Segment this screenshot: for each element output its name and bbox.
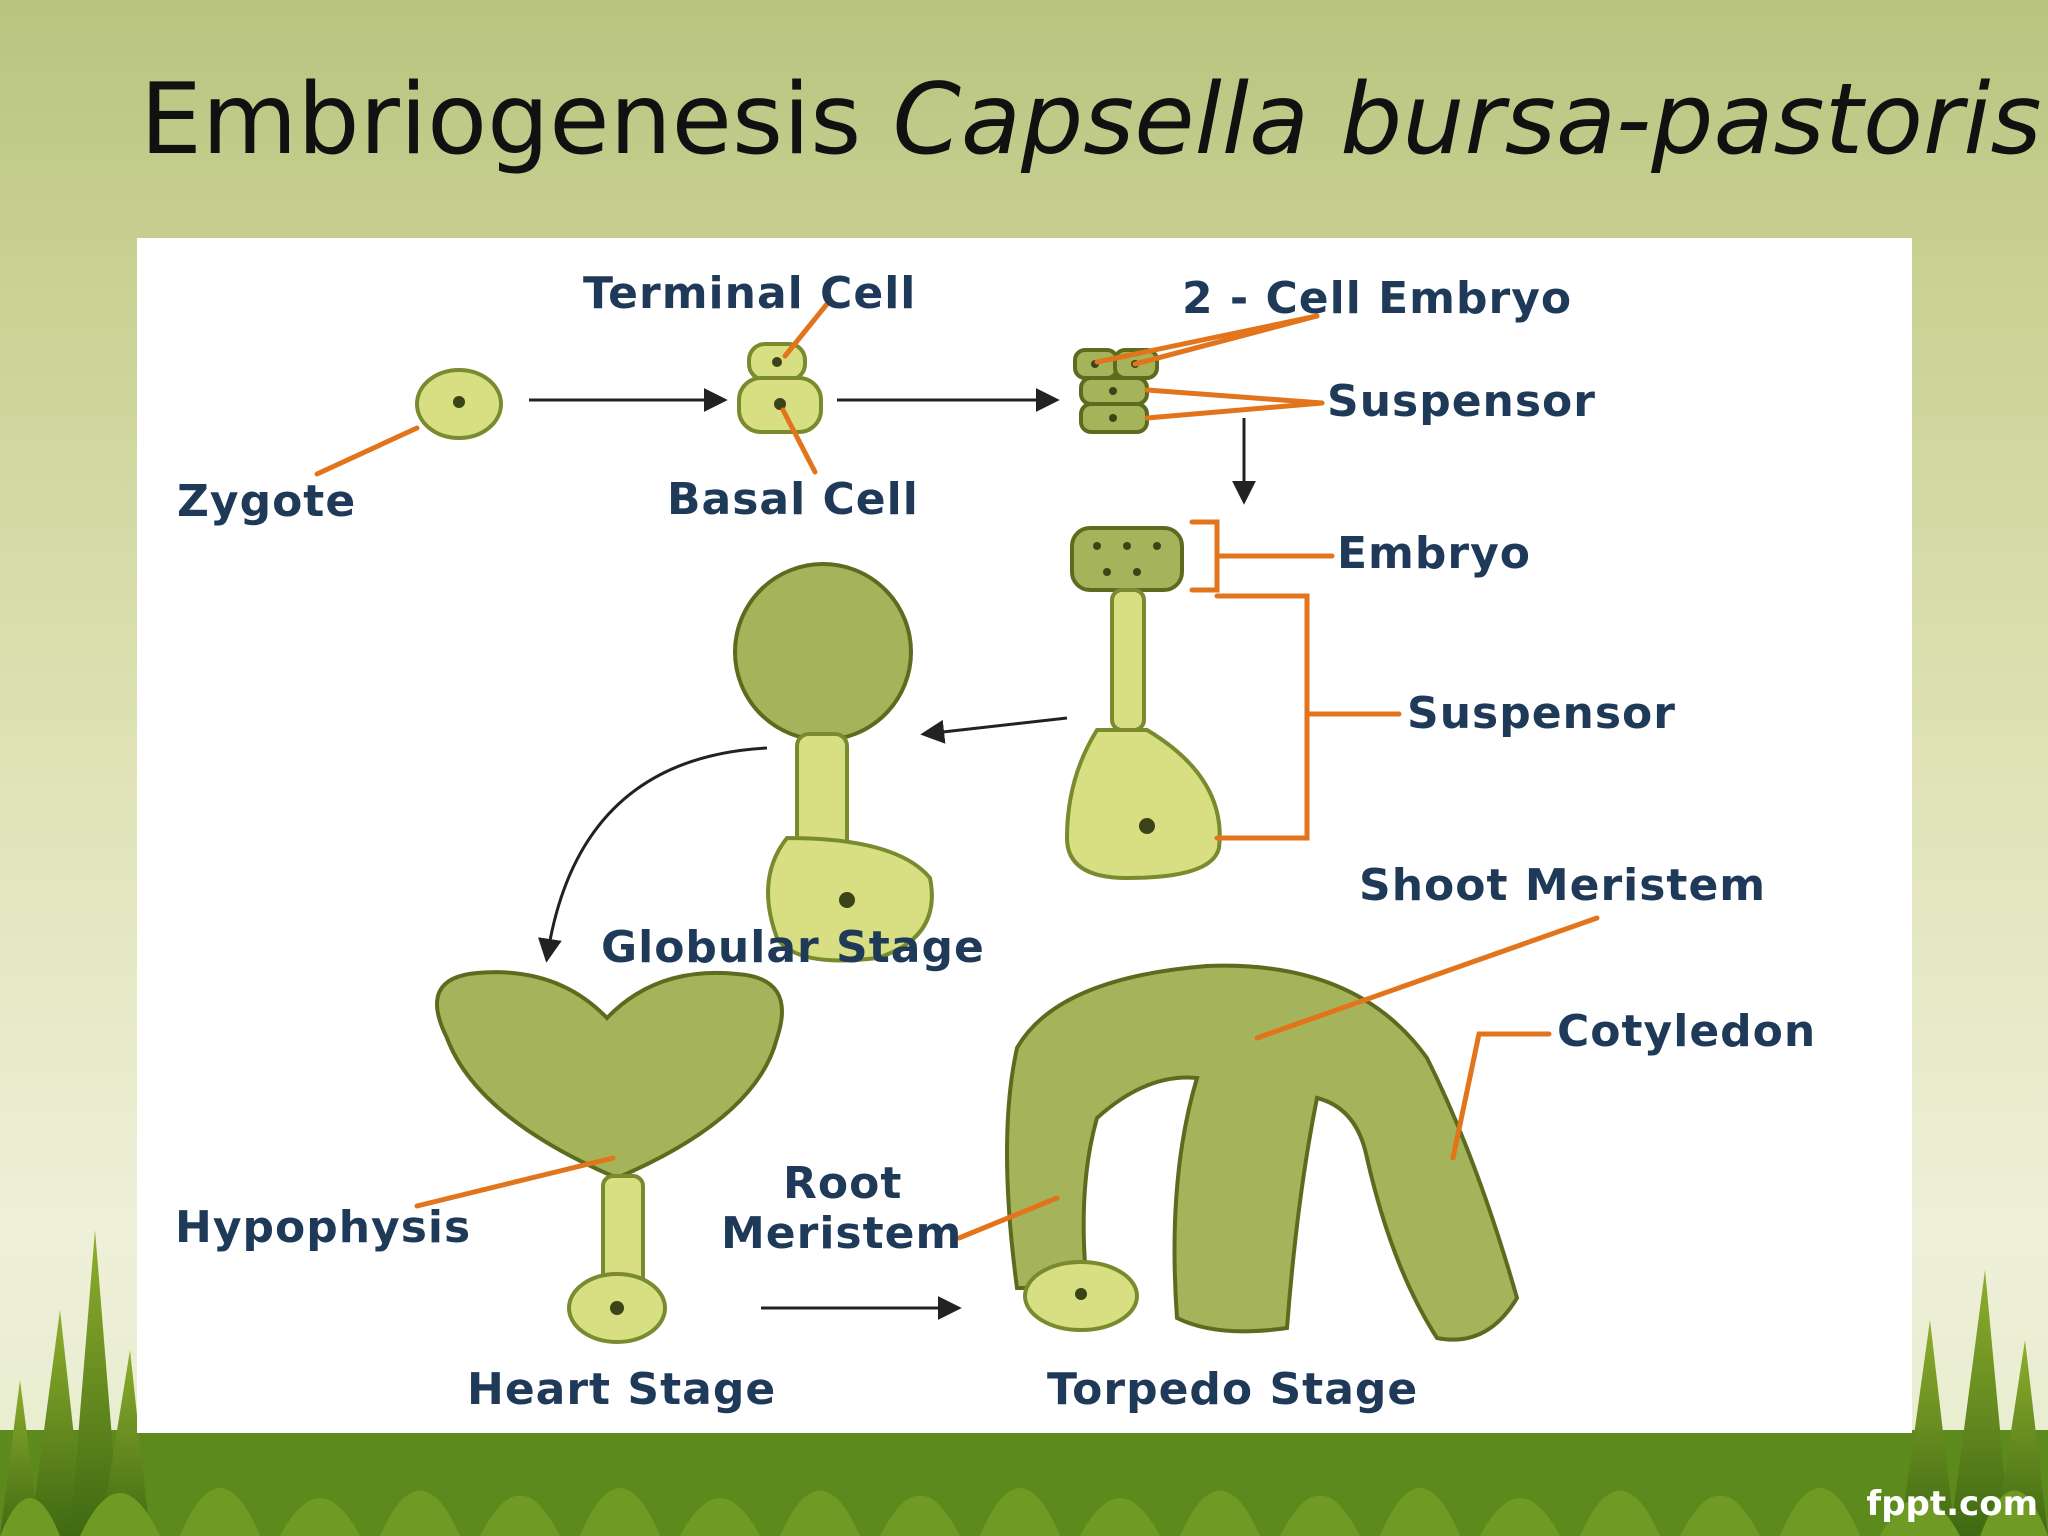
diagram-panel: Terminal Cell 2 - Cell Embryo Suspensor … <box>137 238 1912 1433</box>
label-embryo: Embryo <box>1337 528 1531 579</box>
footer-brand: fppt.com <box>1866 1484 2038 1524</box>
proembryo <box>1064 526 1222 881</box>
suspensor-top-leader-2 <box>1144 400 1325 421</box>
suspensor-bracket <box>1214 593 1402 841</box>
label-terminal-cell: Terminal Cell <box>583 268 916 319</box>
label-zygote: Zygote <box>177 476 356 527</box>
label-shoot-meristem: Shoot Meristem <box>1359 860 1766 911</box>
cotyledon-leader <box>1450 1031 1552 1161</box>
two-cell-stage <box>737 342 823 434</box>
suspensor-top-leader-1 <box>1144 387 1325 406</box>
label-hypophysis: Hypophysis <box>175 1202 471 1253</box>
torpedo-embryo <box>1005 963 1520 1342</box>
slide-title: Embriogenesis Capsella bursa-pastoris <box>140 62 2042 180</box>
two-cell-embryo-leader-2 <box>1132 313 1320 367</box>
terminal-cell-leader <box>782 301 830 359</box>
label-meristem: Meristem <box>721 1208 962 1259</box>
zygote-leader <box>314 425 420 477</box>
label-two-cell-embryo: 2 - Cell Embryo <box>1182 273 1572 324</box>
arrow-globular-to-heart <box>537 746 768 963</box>
title-species: Capsella bursa-pastoris <box>892 63 2042 177</box>
label-heart-stage: Heart Stage <box>467 1364 776 1415</box>
globular-embryo <box>733 562 934 963</box>
label-torpedo-stage: Torpedo Stage <box>1047 1364 1418 1415</box>
label-basal-cell: Basal Cell <box>667 474 919 525</box>
label-globular-stage: Globular Stage <box>601 922 985 973</box>
shoot-meristem-leader <box>1254 915 1600 1041</box>
label-suspensor-mid: Suspensor <box>1407 688 1676 739</box>
hypophysis-leader <box>414 1155 616 1209</box>
zygote-cell <box>415 368 503 440</box>
root-meristem-leader <box>956 1195 1060 1241</box>
basal-cell-leader <box>780 407 818 475</box>
embryo-bracket <box>1189 519 1335 593</box>
grass-decoration <box>0 1230 2048 1536</box>
arrow-to-globular <box>920 716 1068 744</box>
label-cotyledon: Cotyledon <box>1557 1006 1816 1057</box>
label-root: Root <box>783 1158 902 1209</box>
embryogenesis-diagram: Terminal Cell 2 - Cell Embryo Suspensor … <box>175 268 1816 1415</box>
title-main: Embriogenesis <box>140 63 893 177</box>
label-suspensor-top: Suspensor <box>1327 376 1596 427</box>
